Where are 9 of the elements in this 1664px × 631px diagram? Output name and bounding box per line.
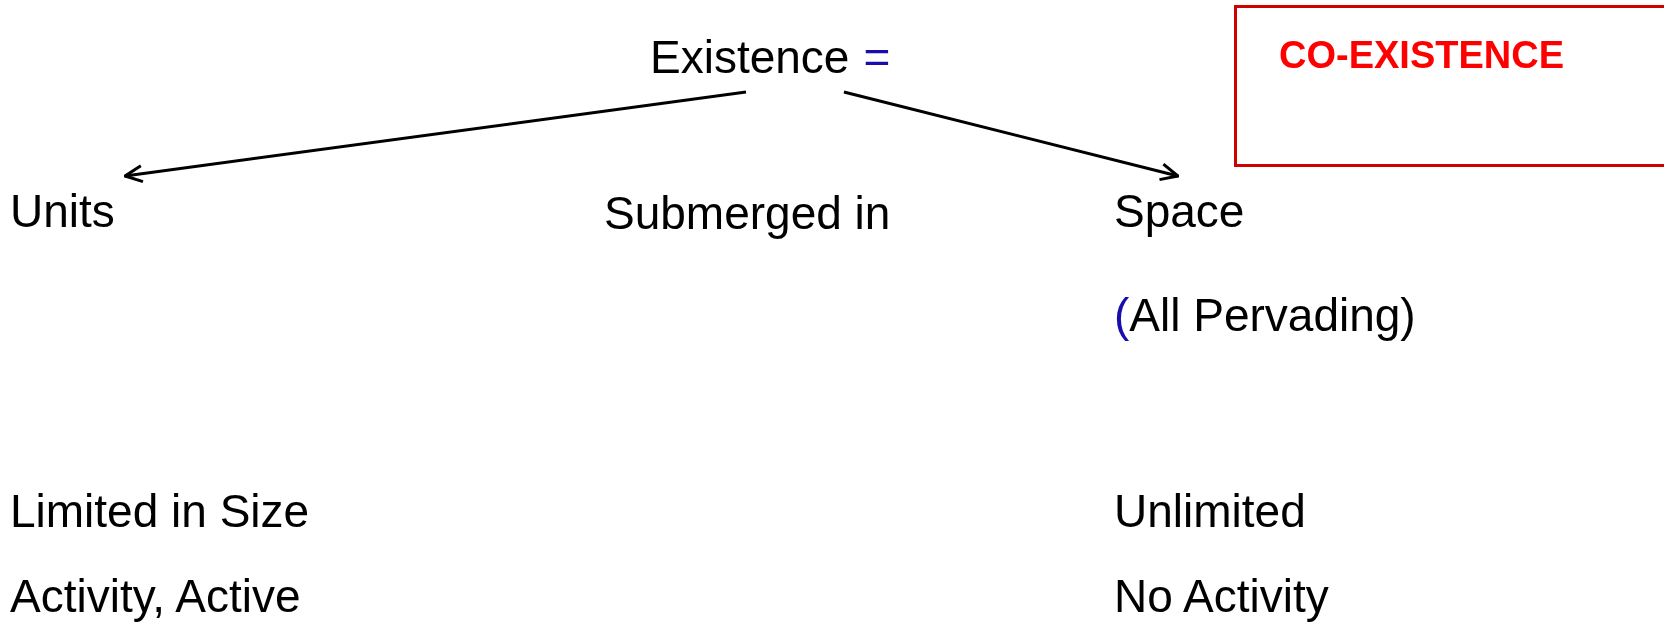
text-label: Limited in Size xyxy=(10,488,310,534)
arrow xyxy=(843,90,1180,182)
text-label: Unlimited xyxy=(1114,488,1306,534)
equals-sign: = xyxy=(863,34,891,80)
callout-box xyxy=(1234,5,1664,167)
arrow xyxy=(123,90,747,184)
callout-text: CO-EXISTENCE xyxy=(1279,36,1566,74)
node-label: Existence xyxy=(650,34,850,80)
node-label: Units xyxy=(10,188,115,234)
